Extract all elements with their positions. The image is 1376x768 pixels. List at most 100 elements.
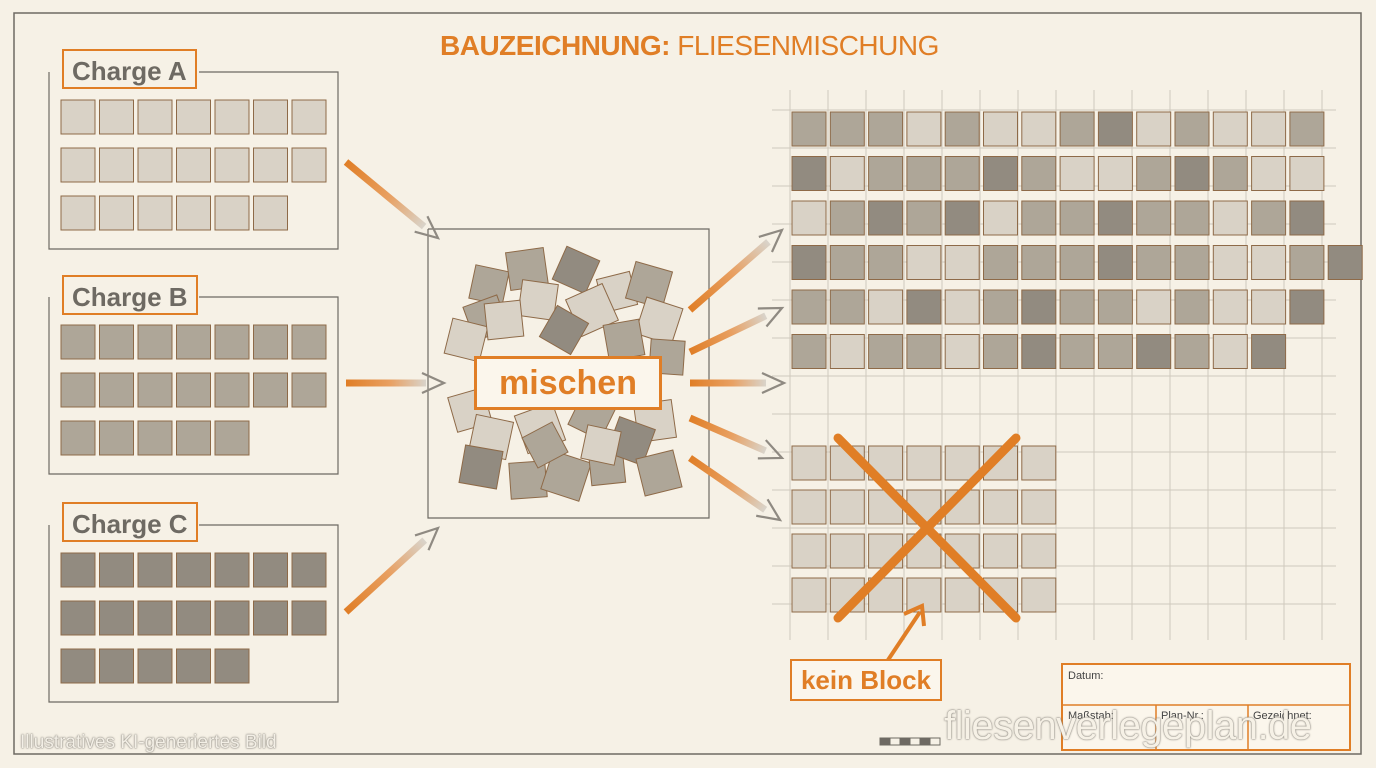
block-floor-tile bbox=[791, 533, 827, 569]
mixed-floor-tile bbox=[983, 245, 1018, 280]
mixed-floor-tile bbox=[1021, 289, 1057, 325]
mixed-floor-tile bbox=[1059, 111, 1095, 147]
mixed-floor-tile bbox=[868, 289, 904, 325]
batch-tile bbox=[214, 420, 250, 456]
mixed-floor-tile bbox=[906, 334, 942, 369]
batch-label-c: Charge C bbox=[62, 502, 198, 542]
mixed-floor-tile bbox=[791, 289, 827, 325]
mixed-floor-tile bbox=[791, 156, 827, 191]
mixed-floor-tile bbox=[1251, 200, 1287, 236]
batch-tile bbox=[60, 420, 96, 456]
mixed-floor-tile bbox=[868, 245, 904, 280]
mixed-floor-tile bbox=[1059, 289, 1095, 325]
mixed-floor-tile bbox=[1097, 200, 1133, 236]
mixed-floor-tile bbox=[1059, 156, 1095, 191]
batch-tile bbox=[176, 420, 211, 456]
batch-tile bbox=[291, 99, 327, 135]
mixed-floor-tile bbox=[1174, 334, 1210, 369]
block-floor-tile bbox=[1021, 533, 1057, 569]
batch-tile bbox=[176, 372, 211, 408]
batch-tile bbox=[253, 324, 288, 360]
block-floor-tile bbox=[791, 577, 827, 613]
pointer-line bbox=[886, 610, 922, 662]
flow-arrow-head bbox=[761, 371, 787, 395]
mixed-floor-tile bbox=[1174, 156, 1210, 191]
batch-tile bbox=[60, 648, 96, 684]
mixed-floor-tile bbox=[1059, 334, 1095, 369]
flow-arrow-shaft bbox=[343, 159, 427, 230]
batch-tile bbox=[176, 552, 211, 588]
mixed-floor-tile bbox=[791, 111, 827, 147]
mixed-floor-tile bbox=[1212, 245, 1248, 280]
batch-tile bbox=[60, 147, 96, 183]
mixed-floor-tile bbox=[829, 245, 865, 280]
mixed-tile bbox=[538, 304, 590, 356]
block-floor-tile bbox=[944, 577, 980, 613]
batch-tile bbox=[60, 600, 96, 636]
batch-tile bbox=[176, 99, 211, 135]
mixed-floor-tile bbox=[906, 111, 942, 147]
mixed-floor-tile bbox=[906, 200, 942, 236]
batch-tile bbox=[253, 372, 288, 408]
title-block-plan: Plan-Nr.: bbox=[1161, 710, 1204, 722]
block-floor-tile bbox=[983, 489, 1018, 525]
batch-tile bbox=[214, 552, 250, 588]
mixed-floor-tile bbox=[906, 156, 942, 191]
block-floor-tile bbox=[791, 445, 827, 481]
mixed-floor-tile bbox=[1021, 245, 1057, 280]
flow-arrow-body bbox=[343, 159, 441, 240]
flow-arrow-shaft bbox=[690, 379, 766, 387]
block-floor-tile bbox=[1021, 489, 1057, 525]
flow-arrow-head bbox=[756, 498, 783, 522]
flow-arrow-body bbox=[343, 526, 440, 615]
batch-tile bbox=[253, 195, 288, 231]
mixed-floor-tile bbox=[1289, 289, 1325, 325]
scale-bar-segment bbox=[879, 737, 891, 746]
mixed-floor-tile bbox=[829, 156, 865, 191]
batch-tile bbox=[137, 600, 173, 636]
mixed-tile bbox=[551, 245, 601, 295]
batch-tile bbox=[99, 600, 134, 636]
scale-bar-segment bbox=[909, 737, 921, 746]
batch-tile bbox=[99, 372, 134, 408]
block-floor-tile bbox=[829, 489, 865, 525]
batch-tile bbox=[176, 147, 211, 183]
mixed-floor-tile bbox=[1212, 334, 1248, 369]
mixed-floor-tile bbox=[791, 245, 827, 280]
sheet-border bbox=[13, 12, 1362, 755]
batch-tile bbox=[60, 552, 96, 588]
mixed-floor-tile bbox=[868, 111, 904, 147]
title-block bbox=[879, 663, 1351, 751]
mixed-floor-tile bbox=[983, 289, 1018, 325]
batch-tile bbox=[60, 99, 96, 135]
mixed-floor-tile bbox=[1059, 245, 1095, 280]
flow-arrow-shaft bbox=[346, 379, 426, 387]
mixed-floor-tile bbox=[1021, 334, 1057, 369]
block-floor-tile bbox=[1021, 445, 1057, 481]
mix-label: mischen bbox=[474, 356, 662, 410]
title-block-drawn: Gezeichnet: bbox=[1253, 710, 1312, 722]
mixed-floor-tile bbox=[944, 200, 980, 236]
batch-tile bbox=[99, 195, 134, 231]
batch-tile bbox=[291, 147, 327, 183]
block-floor-tile bbox=[944, 445, 980, 481]
arrow-layer bbox=[343, 159, 787, 615]
mixed-floor-tile bbox=[1251, 156, 1287, 191]
mixed-tile bbox=[540, 450, 592, 502]
mixed-floor-tile bbox=[1136, 334, 1172, 369]
mixed-floor-tile bbox=[1097, 289, 1133, 325]
batch-tile bbox=[99, 420, 134, 456]
flow-arrow-body bbox=[688, 306, 785, 356]
scale-bar-segment bbox=[929, 737, 941, 746]
block-floor-tile bbox=[983, 533, 1018, 569]
mixed-floor-tile bbox=[1289, 200, 1325, 236]
mixed-tile bbox=[635, 449, 683, 497]
mixed-tile bbox=[580, 424, 622, 466]
bad-result-label: kein Block bbox=[790, 659, 942, 701]
mixed-tile bbox=[602, 318, 646, 362]
mixed-floor-tile bbox=[1327, 245, 1363, 280]
block-floor-tile bbox=[829, 533, 865, 569]
mixed-floor-tile bbox=[868, 156, 904, 191]
mixed-floor-tile bbox=[1251, 111, 1287, 147]
mixed-floor-tile bbox=[1212, 111, 1248, 147]
